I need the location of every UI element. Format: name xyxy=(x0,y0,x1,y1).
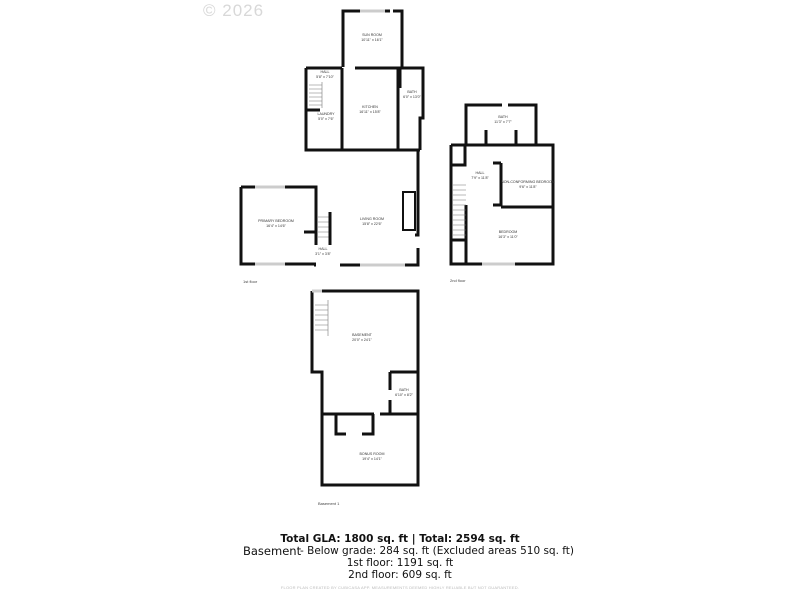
second-floor-plan xyxy=(449,103,555,266)
sun-room-walls xyxy=(341,9,404,67)
first-floor-plan xyxy=(239,9,425,267)
basement-summary-detail: - Below grade: 284 sq. ft (Excluded area… xyxy=(300,545,574,557)
copyright-watermark: © 2026 xyxy=(203,1,265,20)
floor-label-second: 2nd floor xyxy=(450,278,466,283)
second-floor-area: 2nd floor: 609 sq. ft xyxy=(348,569,452,581)
kitchen-block-walls xyxy=(304,66,425,152)
floor-label-first: 1st floor xyxy=(243,279,258,284)
disclaimer-footer: FLOOR PLAN CREATED BY CUBICASA APP. MEAS… xyxy=(280,585,520,590)
basement-walls xyxy=(310,289,420,487)
upstairs-bath-walls xyxy=(464,103,538,145)
first-floor-area: 1st floor: 1191 sq. ft xyxy=(346,557,454,569)
basement-plan xyxy=(310,289,420,487)
total-area-summary: Total GLA: 1800 sq. ft | Total: 2594 sq.… xyxy=(280,533,520,545)
living-room-walls xyxy=(306,148,420,267)
basement-summary-label: Basement xyxy=(243,544,302,558)
floor-label-basement: Basement 1 xyxy=(318,501,340,506)
